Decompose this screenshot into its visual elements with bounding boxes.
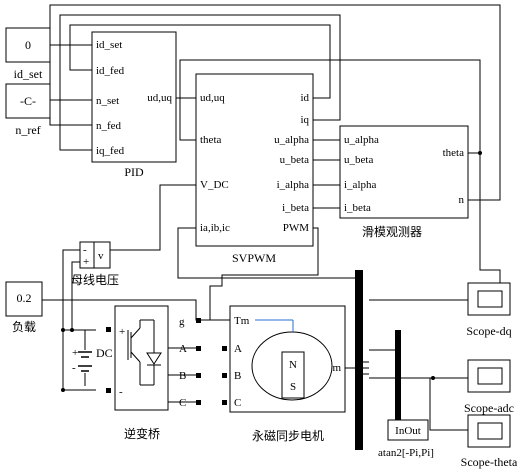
scope-label: Scope-theta — [461, 455, 518, 469]
scope-adc[interactable]: Scope-adc — [464, 359, 514, 415]
bus-selector-secondary[interactable] — [395, 330, 401, 426]
scope-label: Scope-dq — [466, 324, 511, 338]
inverter-port-b: B — [179, 370, 186, 382]
port-squares — [106, 318, 227, 405]
constant-label: 负载 — [12, 320, 36, 334]
svpwm-port-in-4: ia,ib,ic — [200, 222, 230, 234]
inverter-port-minus: - — [119, 386, 123, 398]
observer-port-in-3: i_alpha — [344, 179, 376, 191]
svpwm-label: SVPWM — [232, 251, 276, 265]
svpwm-port-in-1: ud,uq — [200, 92, 225, 104]
observer-port-in-2: u_beta — [344, 154, 373, 166]
scope-label: Scope-adc — [464, 401, 514, 415]
svpwm-port-out-6: i_beta — [282, 202, 309, 214]
bus-selector-main[interactable] — [355, 270, 369, 450]
voltmeter-label: 母线电压 — [71, 273, 119, 287]
observer-block[interactable]: u_alpha u_beta i_alpha i_beta theta n 滑模… — [339, 125, 469, 239]
svpwm-port-out-1: id — [300, 92, 309, 104]
constant-value: 0.2 — [17, 291, 32, 305]
inverter-port-g: g — [179, 316, 185, 328]
inverter-label: 逆变桥 — [124, 426, 160, 441]
inverter-port-plus: + — [119, 326, 125, 338]
svpwm-port-in-2: theta — [200, 134, 221, 146]
svpwm-block[interactable]: ud,uq theta V_DC ia,ib,ic id iq u_alpha … — [195, 73, 314, 265]
constant-label: n_ref — [15, 123, 40, 137]
constant-block-n-ref[interactable]: -C- n_ref — [5, 83, 51, 137]
pid-port-in-3: n_set — [96, 95, 119, 107]
voltmeter-port: v — [98, 250, 104, 262]
atan2-label: atan2[-Pi,Pi] — [378, 447, 434, 459]
pid-label: PID — [124, 165, 144, 179]
rotor-north: N — [289, 359, 297, 371]
signal-lines — [42, 4, 510, 431]
svpwm-port-out-4: u_beta — [280, 154, 309, 166]
motor-label: 永磁同步电机 — [252, 428, 324, 443]
scope-dq[interactable]: Scope-dq — [466, 282, 512, 338]
svpwm-port-out-3: u_alpha — [274, 134, 309, 146]
scope-theta[interactable]: Scope-theta — [461, 414, 518, 469]
observer-port-in-4: i_beta — [344, 202, 371, 214]
pid-port-in-4: n_fed — [96, 120, 122, 132]
pid-port-out: ud,uq — [147, 92, 172, 104]
inverter-block[interactable]: + - 逆变桥 — [114, 305, 169, 441]
svpwm-port-out-5: i_alpha — [277, 179, 309, 191]
dc-label: DC — [96, 346, 113, 360]
voltmeter-plus: + — [83, 256, 89, 268]
observer-port-in-1: u_alpha — [344, 134, 379, 146]
svpwm-port-out-7: PWM — [283, 222, 310, 234]
rotor-south: S — [290, 381, 296, 393]
constant-value: 0 — [25, 38, 31, 52]
constant-block-id-set[interactable]: 0 id_set — [5, 27, 51, 81]
observer-label: 滑模观测器 — [362, 225, 422, 239]
observer-port-out-1: theta — [443, 147, 464, 159]
atan2-block[interactable]: InOut atan2[-Pi,Pi] — [378, 419, 434, 459]
motor-port-b: B — [234, 370, 241, 382]
atan2-port: InOut — [395, 425, 421, 437]
svpwm-port-in-3: V_DC — [200, 179, 229, 191]
pid-block[interactable]: id_set id_fed n_set n_fed iq_fed ud,uq P… — [91, 31, 177, 179]
motor-port-tm: Tm — [234, 315, 250, 327]
constant-block-load[interactable]: 0.2 负载 — [5, 281, 43, 334]
pid-port-in-5: iq_fed — [96, 145, 125, 157]
svpwm-port-out-2: iq — [300, 114, 309, 126]
voltmeter-minus: - — [83, 244, 87, 256]
dc-source-block[interactable]: + - DC — [72, 330, 113, 386]
junction-dots — [61, 151, 482, 392]
voltmeter-block[interactable]: - + v 母线电压 — [71, 241, 119, 287]
dc-plus: + — [72, 347, 78, 359]
inverter-outputs: g A B C — [179, 316, 187, 409]
motor-port-c: C — [234, 397, 241, 409]
motor-port-m: m — [332, 362, 341, 374]
constant-value: -C- — [20, 94, 36, 108]
motor-port-a: A — [234, 343, 242, 355]
pid-port-in-2: id_fed — [96, 65, 125, 77]
dc-minus: - — [72, 362, 76, 374]
constant-label: id_set — [14, 67, 43, 81]
observer-port-out-2: n — [459, 194, 465, 206]
inverter-port-a: A — [179, 343, 187, 355]
inverter-port-c: C — [179, 397, 186, 409]
pmsm-motor-block[interactable]: N S Tm A B C m 永磁同步电机 — [229, 305, 346, 443]
pid-port-in-1: id_set — [96, 39, 122, 51]
